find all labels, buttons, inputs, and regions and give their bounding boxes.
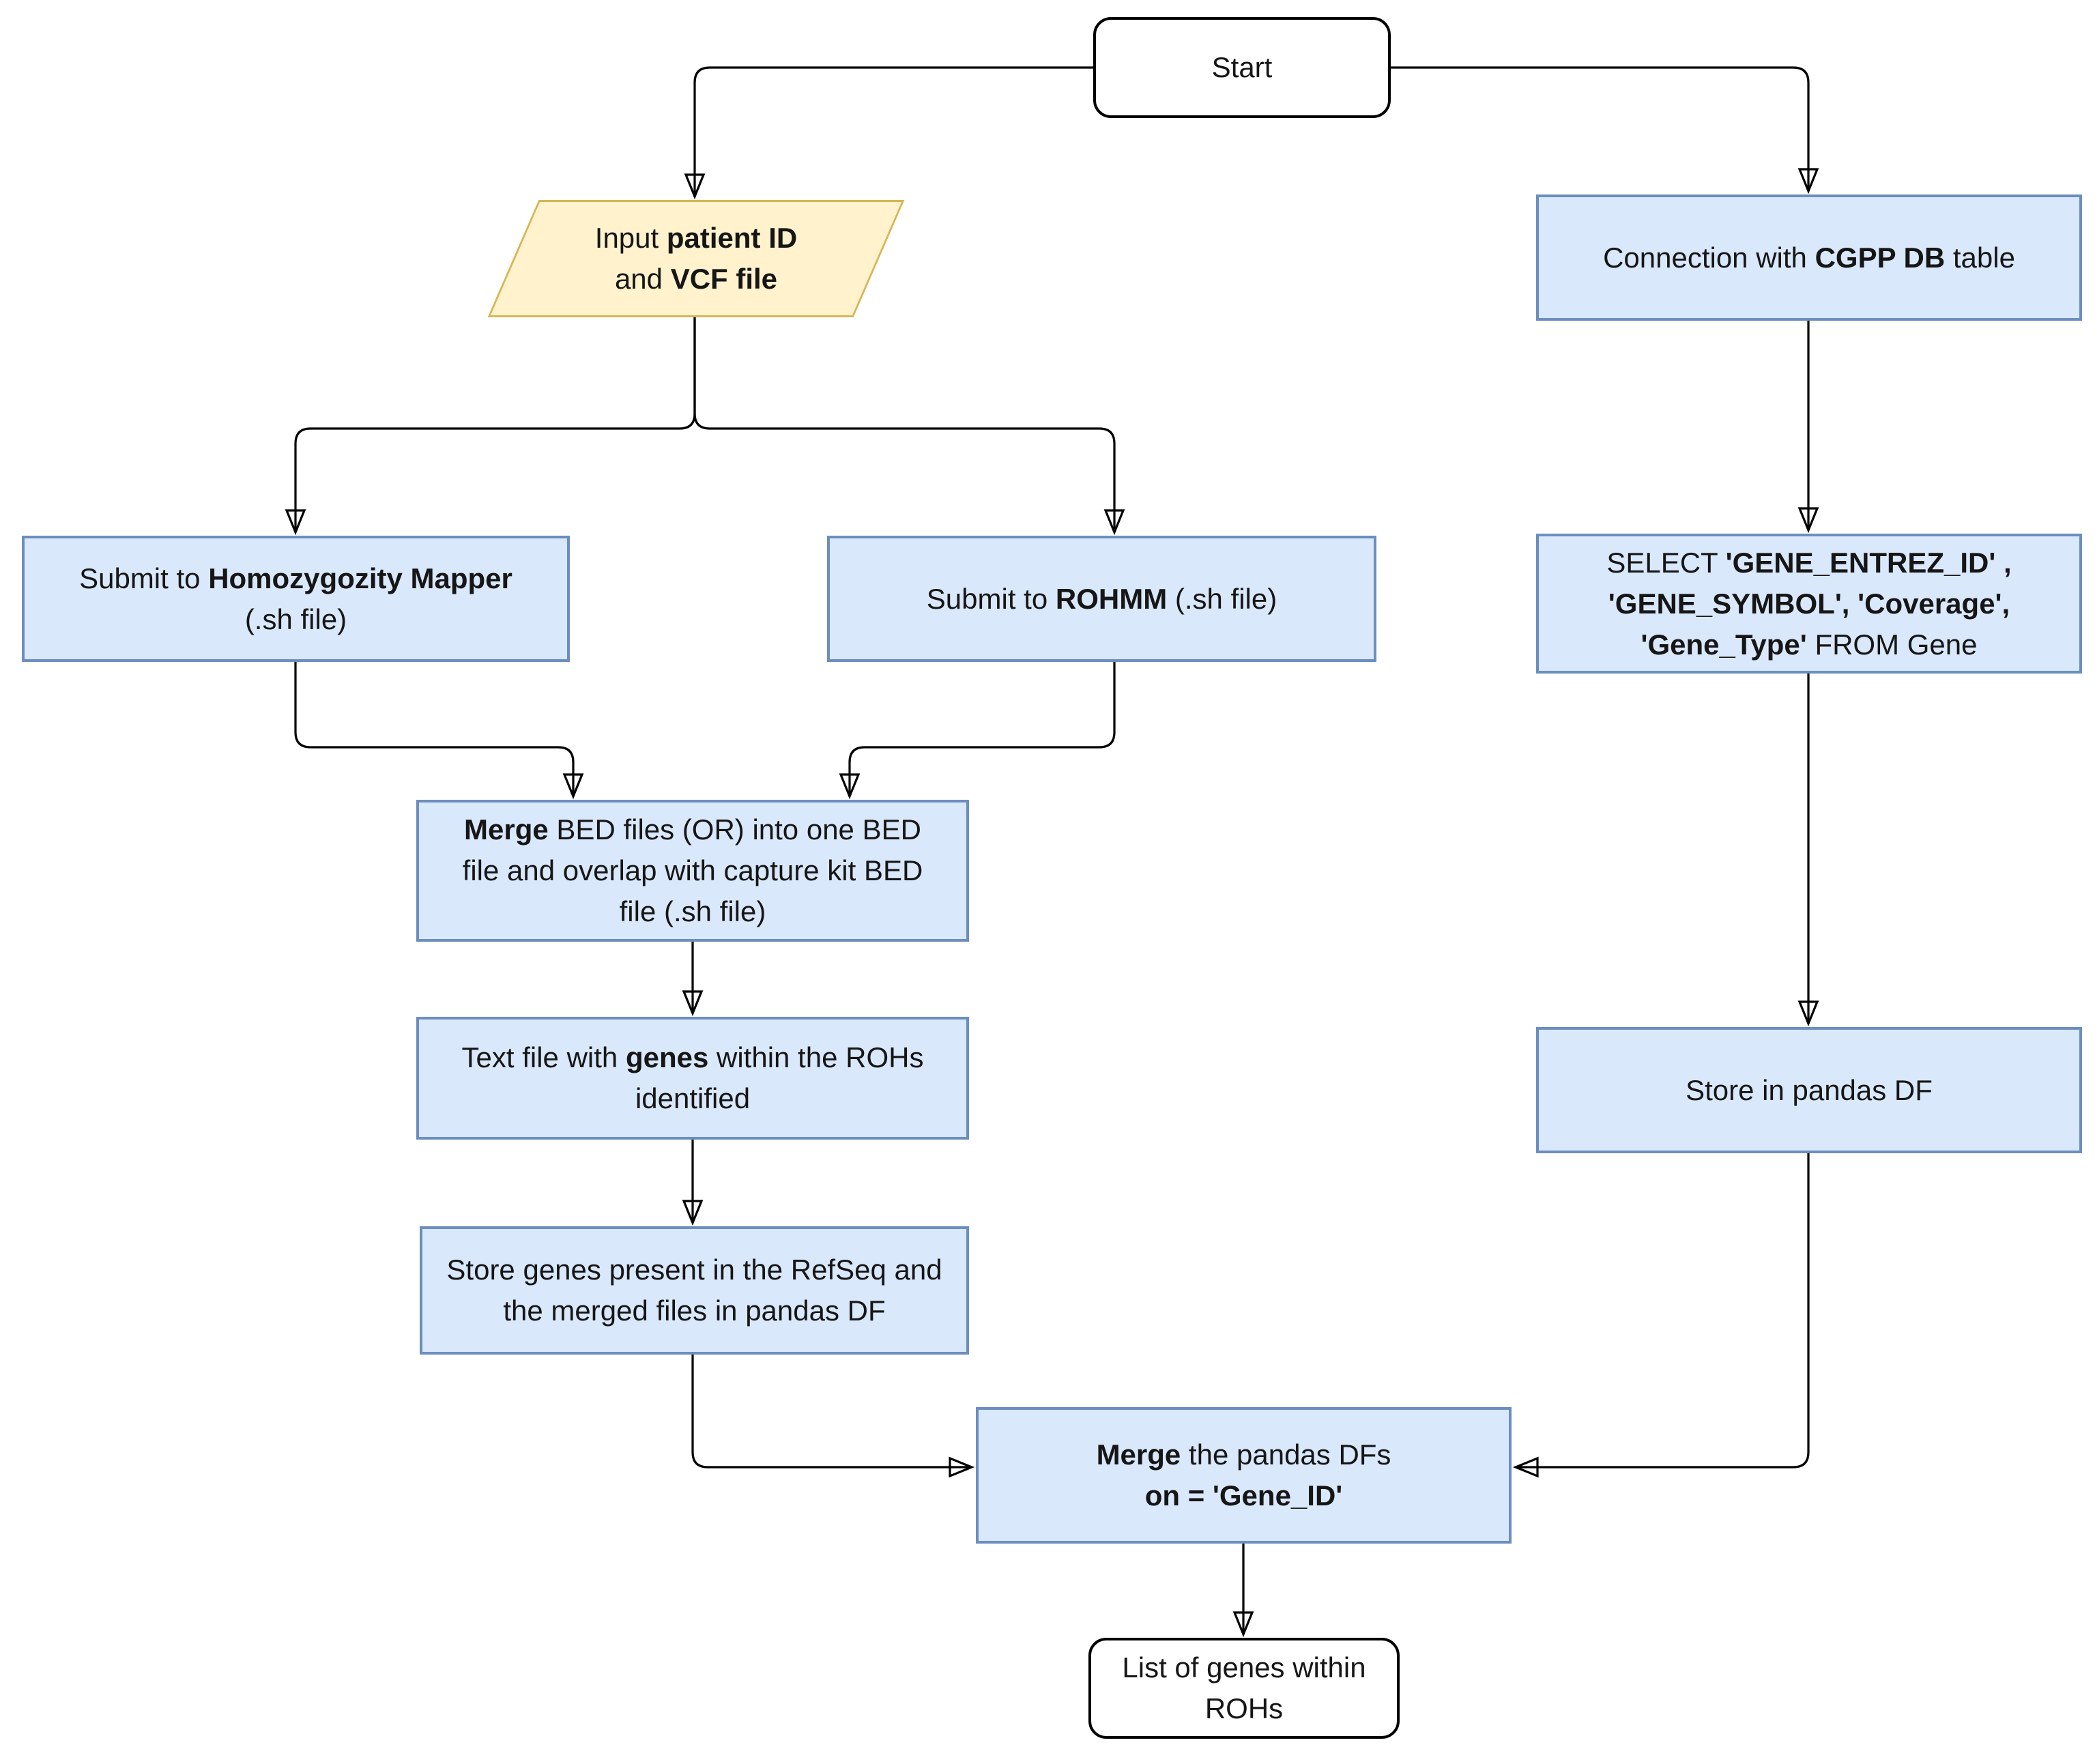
node-select-query: SELECT 'GENE_ENTREZ_ID' ,'GENE_SYMBOL', … [1536, 534, 2082, 674]
connector-submit-rohmm-to-merge-bed [839, 662, 1116, 800]
connector-input-to-submit-hm [285, 317, 696, 536]
node-connection-cgpp-db-label: Connection with CGPP DB table [1603, 241, 2015, 274]
node-submit-rohmm: Submit to ROHMM (.sh file) [827, 536, 1376, 662]
node-submit-rohmm-label: Submit to ROHMM (.sh file) [926, 582, 1277, 615]
node-select-query-label: SELECT 'GENE_ENTREZ_ID' ,'GENE_SYMBOL', … [1606, 546, 2012, 661]
node-start: Start [1093, 17, 1391, 118]
node-store-pandas-df-label: Store in pandas DF [1686, 1073, 1933, 1106]
node-connection-cgpp-db: Connection with CGPP DB table [1536, 194, 2082, 321]
connector-start-to-input [684, 66, 1093, 200]
connector-store-genes-to-merge-dfs [691, 1355, 975, 1478]
node-submit-homozygozity-mapper-label: Submit to Homozygozity Mapper(.sh file) [79, 562, 512, 635]
node-start-label: Start [1211, 51, 1273, 83]
connector-input-to-submit-rohmm [693, 317, 1125, 536]
node-submit-homozygozity-mapper: Submit to Homozygozity Mapper(.sh file) [22, 536, 570, 662]
connector-start-to-connection [1391, 66, 1819, 194]
node-store-pandas-df: Store in pandas DF [1536, 1027, 2082, 1153]
connector-submit-hm-to-merge-bed [294, 662, 584, 800]
connector-store-pandas-to-merge-dfs [1512, 1153, 1810, 1478]
